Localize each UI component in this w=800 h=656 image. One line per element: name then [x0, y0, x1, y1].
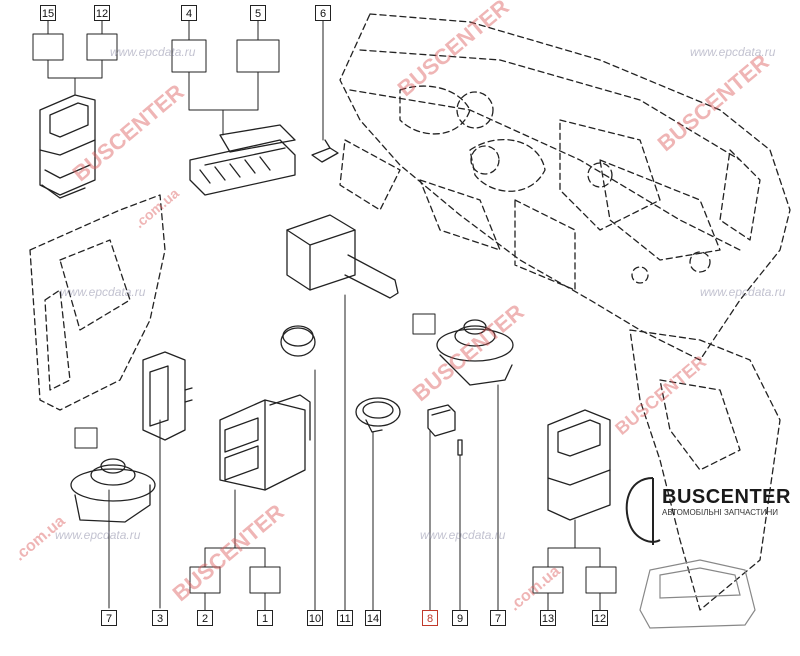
switch-part-3	[142, 351, 193, 441]
window-switch-double	[219, 394, 311, 491]
leader-lines	[47, 19, 601, 611]
callout-9: 9	[452, 610, 468, 626]
callout-15: 15	[40, 5, 56, 21]
connector-part-8	[427, 404, 456, 437]
callout-4: 4	[181, 5, 197, 21]
mirror-control-left	[70, 458, 156, 523]
callout-7: 7	[101, 610, 117, 626]
callout-10: 10	[307, 610, 323, 626]
left-door-panel	[29, 194, 166, 411]
callout-12: 12	[94, 5, 110, 21]
van-logo	[639, 559, 756, 629]
icon-symbols	[32, 33, 617, 594]
dashboard-outline	[339, 13, 791, 361]
callout-3: 3	[152, 610, 168, 626]
logo-title: BUSCENTER	[662, 486, 791, 508]
callout-8: 8	[422, 610, 438, 626]
small-plug-part-6	[311, 139, 339, 163]
connector-block	[189, 124, 296, 196]
mirror-control-right	[436, 319, 514, 386]
callout-6: 6	[315, 5, 331, 21]
callout-2: 2	[197, 610, 213, 626]
buscenter-logo	[625, 477, 661, 545]
window-switch-right	[547, 409, 611, 521]
callout-13: 13	[540, 610, 556, 626]
relay-module-part-11	[286, 214, 399, 299]
ring-part-14	[355, 397, 401, 433]
callout-5: 5	[250, 5, 266, 21]
knob-part-10	[280, 325, 316, 357]
callout-12-right: 12	[592, 610, 608, 626]
right-door-panel	[629, 329, 781, 611]
logo-subtitle: АВТОМОБІЛЬНІ ЗАПЧАСТИНИ	[662, 508, 778, 517]
window-switch-single	[39, 94, 96, 199]
callout-7-right: 7	[490, 610, 506, 626]
pin-part-9	[457, 439, 463, 456]
callout-11: 11	[337, 610, 353, 626]
callout-1: 1	[257, 610, 273, 626]
callout-14: 14	[365, 610, 381, 626]
